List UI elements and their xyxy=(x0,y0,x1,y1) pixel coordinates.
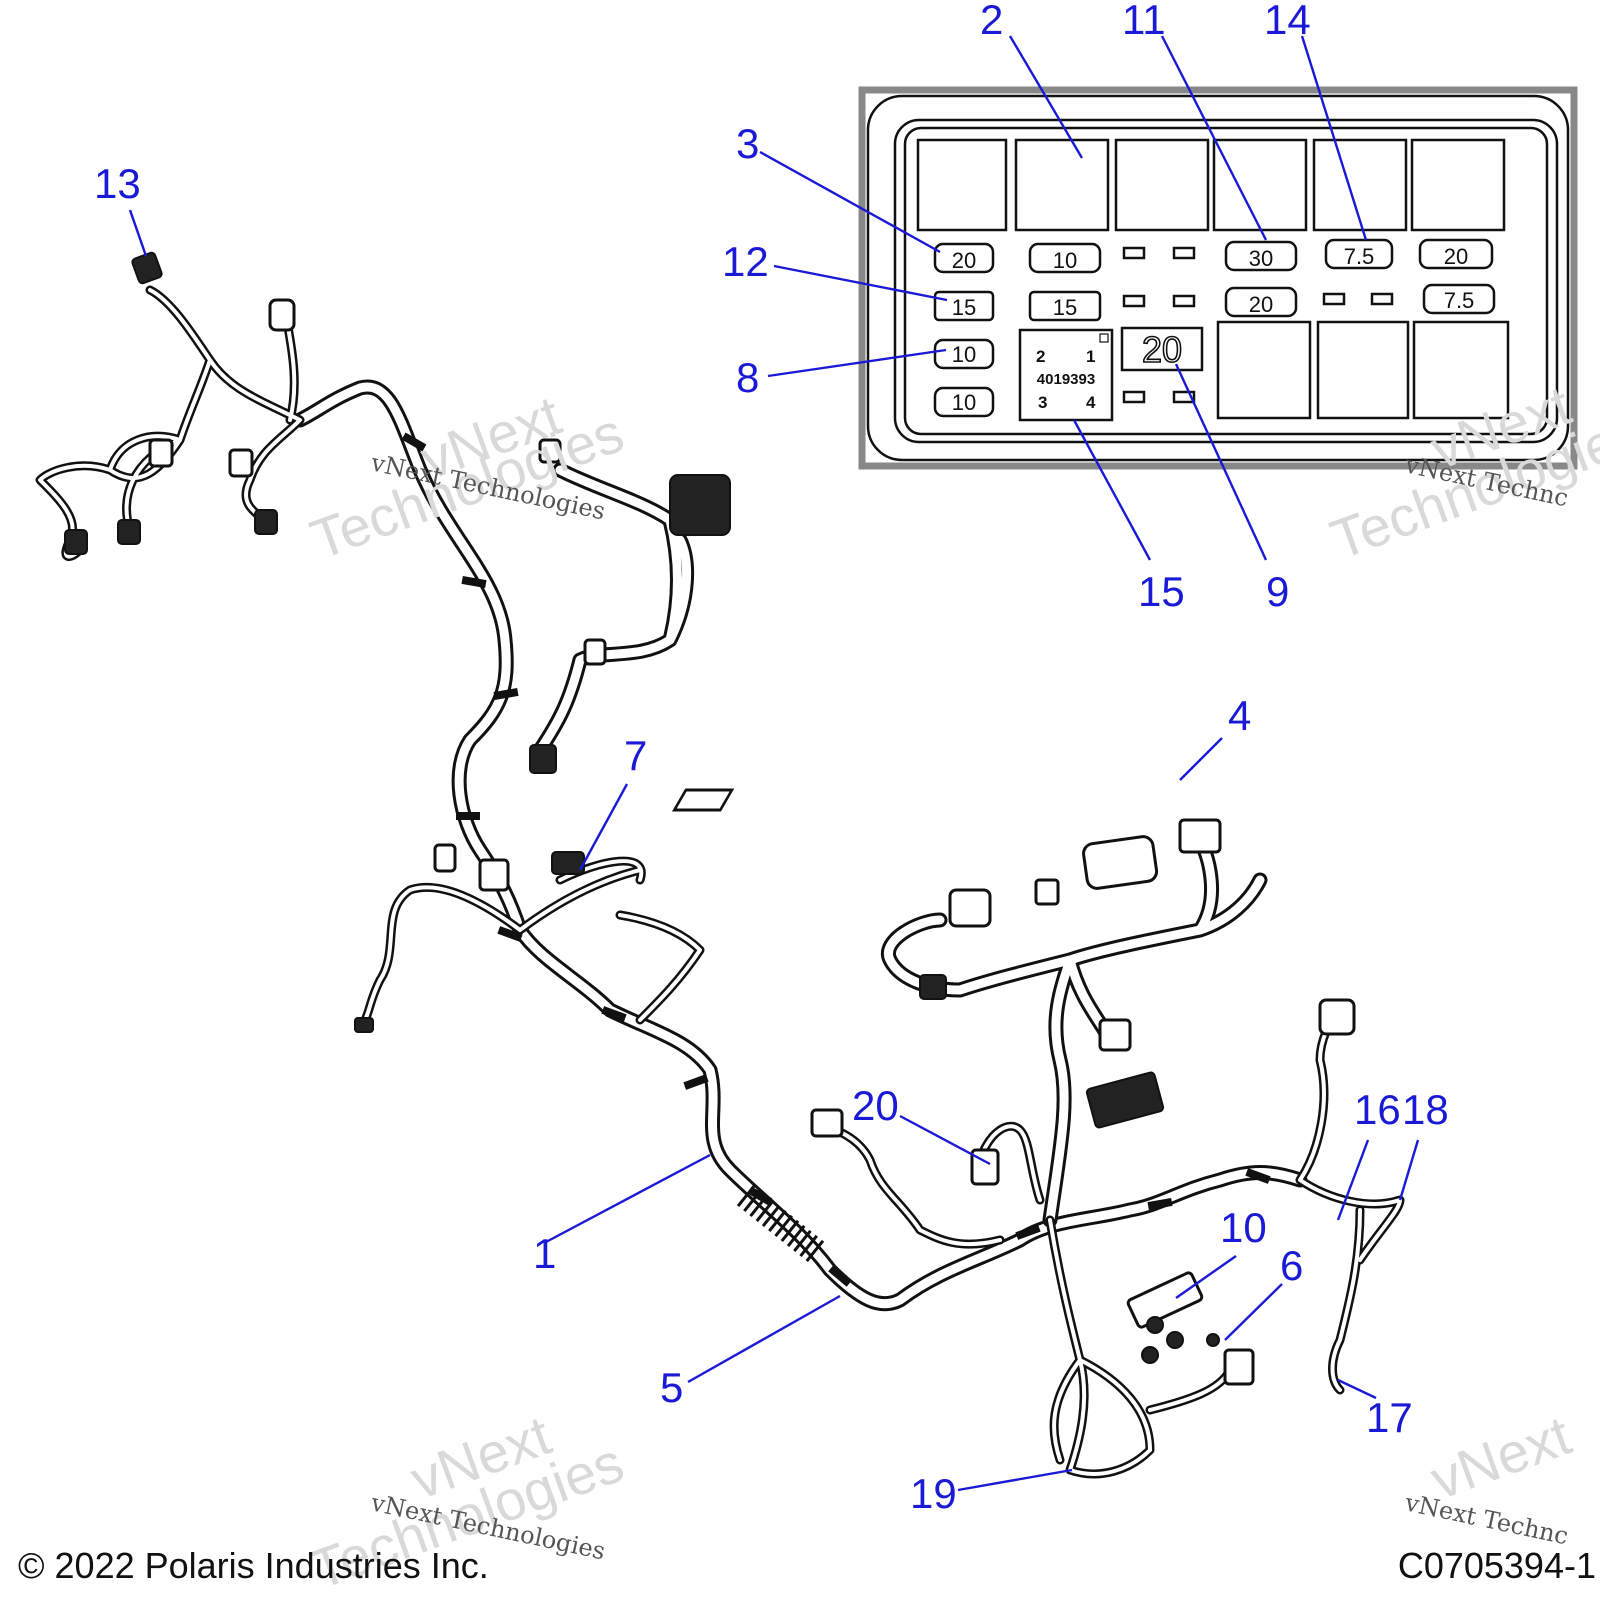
callout-20: 20 xyxy=(852,1082,899,1129)
callout-14: 14 xyxy=(1264,0,1311,43)
fuse-value: 7.5 xyxy=(1344,244,1375,269)
callout-8: 8 xyxy=(736,354,759,401)
relay-pin-label: 3 xyxy=(1038,393,1047,412)
fuse-value: 10 xyxy=(952,390,976,415)
fuse-value: 20 xyxy=(1249,292,1273,317)
callout-10: 10 xyxy=(1220,1204,1267,1251)
leader-lines xyxy=(128,35,1420,1492)
callout-2: 2 xyxy=(980,0,1003,43)
callout-7: 7 xyxy=(624,732,647,779)
callout-5: 5 xyxy=(660,1364,683,1411)
callout-labels: 1 2 3 4 5 6 7 8 9 10 11 12 13 14 15 16 1… xyxy=(94,0,1449,1517)
fuse-value: 7.5 xyxy=(1444,288,1475,313)
fuse-value: 10 xyxy=(952,342,976,367)
fuse-value: 30 xyxy=(1249,246,1273,271)
relay-pin-label: 4 xyxy=(1086,393,1096,412)
callout-19: 19 xyxy=(910,1470,957,1517)
drawing-id: C0705394-1 xyxy=(1398,1545,1596,1586)
fuse-value: 10 xyxy=(1053,248,1077,273)
fuse-value: 15 xyxy=(1053,295,1077,320)
fuse-box: 20 10 30 7.5 20 15 15 20 7.5 10 10 20 2 … xyxy=(858,86,1578,470)
fuse-value: 20 xyxy=(1444,244,1468,269)
callout-3: 3 xyxy=(736,120,759,167)
callout-11: 11 xyxy=(1122,0,1166,43)
wiring-harness xyxy=(35,251,1405,1479)
mini-fuse-value: 20 xyxy=(1142,329,1182,370)
callout-9: 9 xyxy=(1266,568,1289,615)
callout-15: 15 xyxy=(1138,568,1185,615)
copyright-notice: © 2022 Polaris Industries Inc. xyxy=(18,1545,489,1586)
watermark-caption-partial: vNext Technc xyxy=(1402,1488,1571,1550)
relay-pin-label: 2 xyxy=(1036,347,1045,366)
callout-4: 4 xyxy=(1228,692,1251,739)
callout-12: 12 xyxy=(722,238,769,285)
callout-16: 16 xyxy=(1354,1086,1401,1133)
fuse-value: 15 xyxy=(952,295,976,320)
callout-17: 17 xyxy=(1366,1394,1413,1441)
callout-13: 13 xyxy=(94,160,141,207)
callout-6: 6 xyxy=(1280,1242,1303,1289)
callout-1: 1 xyxy=(533,1230,556,1277)
relay-pin-label: 1 xyxy=(1086,347,1095,366)
watermark-brand: vNext xyxy=(1423,1403,1579,1511)
relay-part-number: 4019393 xyxy=(1037,371,1095,388)
callout-18: 18 xyxy=(1402,1086,1449,1133)
fuse-value: 20 xyxy=(952,248,976,273)
